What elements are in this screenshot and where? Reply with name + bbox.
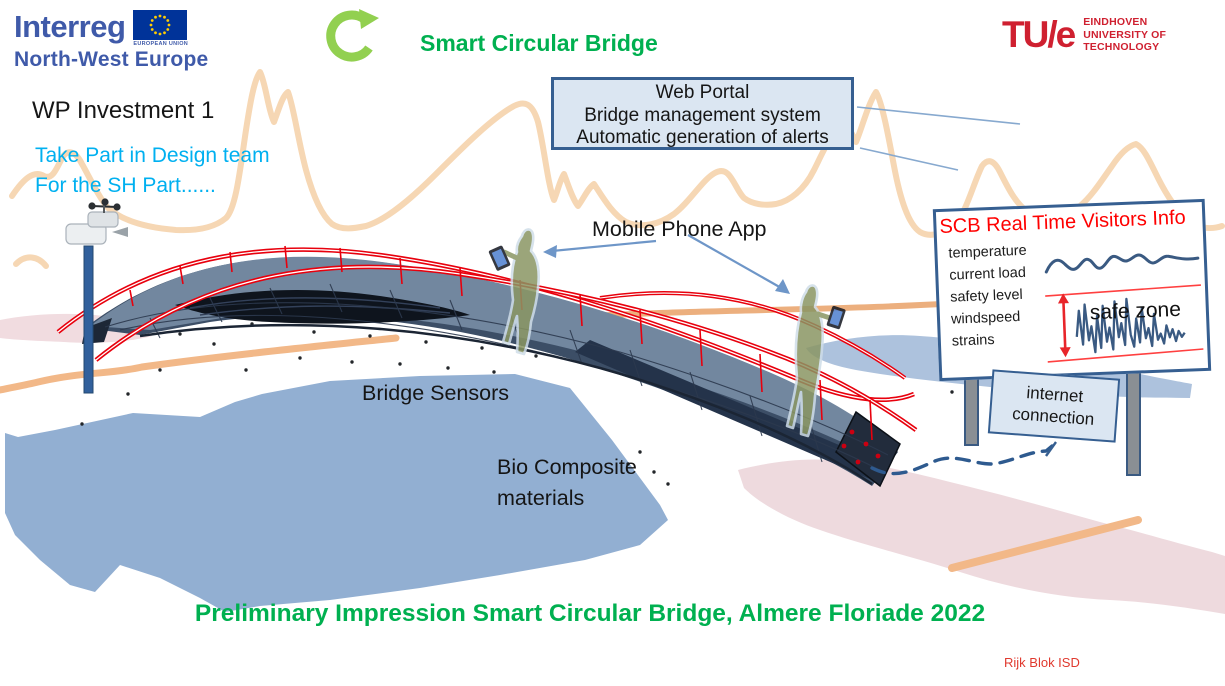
slide-caption: Preliminary Impression Smart Circular Br… xyxy=(194,600,986,627)
tue-line3: TECHNOLOGY xyxy=(1083,41,1160,54)
metric-safety-level: safety level xyxy=(949,286,1024,306)
invite-text: Take Part in Design team For the SH Part… xyxy=(35,141,270,201)
pink-band-right xyxy=(738,459,1225,614)
mobile-app-arrows xyxy=(543,234,790,294)
billboard-post-right xyxy=(1126,370,1141,476)
bio-composite-label: Bio Composite materials xyxy=(497,455,637,510)
interreg-wordmark: Interreg xyxy=(14,9,126,44)
eu-flag-icon xyxy=(133,10,188,40)
author-credit: Rijk Blok ISD xyxy=(1004,655,1080,670)
metric-current-load: current load xyxy=(949,264,1027,284)
mountain-skyline xyxy=(9,69,1225,238)
web-portal-line3: Automatic generation of alerts xyxy=(576,127,829,148)
skyline-small-mark xyxy=(13,254,49,269)
web-portal-line2: Bridge management system xyxy=(584,104,821,126)
invite-line1: Take Part in Design team xyxy=(35,144,270,167)
wp-investment-label: WP Investment 1 xyxy=(32,97,215,124)
webportal-pointer-lines xyxy=(856,106,1021,171)
visitors-info-billboard: SCB Real Time Visitors Info temperature … xyxy=(932,198,1212,382)
mobile-app-label: Mobile Phone App xyxy=(592,217,767,241)
billboard-metrics: temperature current load safety level wi… xyxy=(948,240,1030,353)
pedestrian-2 xyxy=(785,284,846,438)
water xyxy=(5,374,668,612)
project-title: Smart Circular Bridge xyxy=(420,30,658,56)
bridge-sensors-label: Bridge Sensors xyxy=(362,381,509,405)
web-portal-line1: Web Portal xyxy=(655,82,750,103)
phone-icon-1 xyxy=(488,245,511,271)
web-portal-box: Web Portal Bridge management system Auto… xyxy=(551,77,854,150)
internet-connection-box: internet connection xyxy=(987,369,1121,443)
billboard-title: SCB Real Time Visitors Info xyxy=(939,206,1187,239)
metric-windspeed: windspeed xyxy=(950,309,1021,328)
internet-box-tail xyxy=(1045,441,1057,457)
tue-logo: TU/e EINDHOVEN UNIVERSITY OF TECHNOLOGY xyxy=(1002,16,1166,54)
interreg-logo: Interreg EUROPEAN UNION North-West Europ… xyxy=(14,10,208,72)
interreg-region: North-West Europe xyxy=(14,48,209,71)
weather-station-icon xyxy=(65,198,128,394)
safe-zone-label: safe zone xyxy=(1089,297,1182,325)
metric-temperature: temperature xyxy=(948,242,1027,262)
billboard-signal-chart xyxy=(1044,253,1204,363)
dashed-data-link xyxy=(870,444,1054,476)
bridge-render xyxy=(56,245,918,488)
circular-arrow-icon xyxy=(326,9,379,62)
eu-flag-label: EUROPEAN UNION xyxy=(133,41,189,47)
metric-strains: strains xyxy=(951,332,995,350)
pedestrian-1 xyxy=(488,228,541,356)
tue-wordmark: TU/e xyxy=(1002,14,1076,55)
invite-line2: For the SH Part...... xyxy=(35,174,216,197)
tue-line1: EINDHOVEN xyxy=(1083,16,1148,29)
phone-icon-2 xyxy=(826,305,846,330)
tue-line2: UNIVERSITY OF xyxy=(1083,28,1167,41)
